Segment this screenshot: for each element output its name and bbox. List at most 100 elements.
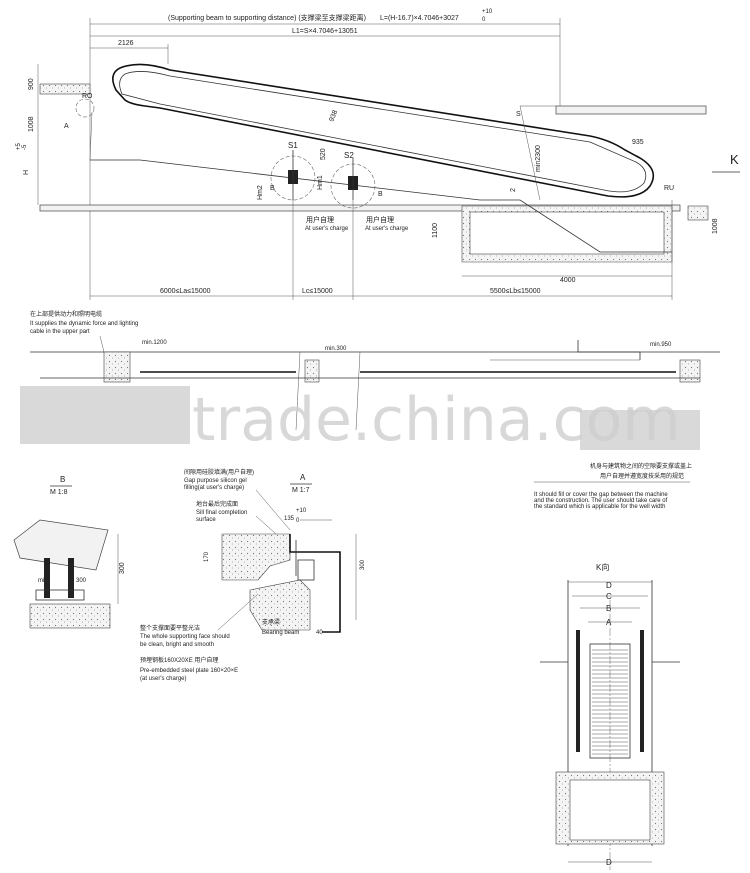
detail-b-slab <box>29 603 111 629</box>
detail-k-c: C <box>606 592 612 601</box>
plan-break-right <box>355 351 361 431</box>
dim-lb: 5500≤Lb≤15000 <box>490 288 541 295</box>
plan-note-en-1: It supplies the dynamic force and lighti… <box>30 321 138 327</box>
plan-blurred-right <box>580 410 700 450</box>
detail-a-sill-cn: 地台最后完成面 <box>196 500 238 508</box>
detail-b-min: min. <box>38 578 50 584</box>
detail-a-170: 170 <box>204 551 210 562</box>
plan-right-step <box>577 340 641 360</box>
detail-a-support-leader <box>217 593 259 631</box>
detail-a-support-en-2: be clean, bright and smooth <box>140 642 214 648</box>
right-slab-piece <box>687 205 709 221</box>
upper-floor-slab <box>555 105 707 115</box>
watermark: trade.china.com <box>192 385 681 455</box>
detail-a-support-cn: 整个支撑面要平整光洁 <box>140 624 200 632</box>
detail-b-300-vert: 300 <box>119 562 126 574</box>
dim-hm2: Hm2 <box>257 185 264 200</box>
plan-right-wall <box>679 359 701 383</box>
dim-520: 520 <box>320 148 327 160</box>
label-b-right: B <box>378 191 383 198</box>
plan-left-wall <box>103 351 131 383</box>
plan-min950: min.950 <box>650 342 672 348</box>
detail-b-title: B <box>60 475 65 484</box>
detail-k-title: K向 <box>596 562 609 572</box>
label-s2: S2 <box>344 151 354 160</box>
truss-upper-end <box>89 111 93 161</box>
dim-h-tol-down: -5 <box>22 144 28 150</box>
detail-a-sill-en-2: surface <box>196 517 216 523</box>
user-charge-cn-s2: 用户自理 <box>366 215 394 224</box>
label-s1: S1 <box>288 141 298 150</box>
dim-hm1: Hm1 <box>317 175 324 190</box>
detail-a-sill-leader <box>255 515 277 535</box>
dim-2: 2 <box>510 188 517 192</box>
length-tol-up: +10 <box>482 9 493 15</box>
length-formula: L=(H-16.7)×4.7046+3027 <box>380 15 459 22</box>
detail-a-bracket <box>297 559 315 581</box>
label-b-left: B <box>270 185 275 192</box>
escalator-handrail-inner <box>119 71 647 193</box>
detail-k-step-lines <box>592 649 628 755</box>
detail-a-40: 40 <box>316 630 323 636</box>
gap-note-cn-1: 机身与建筑物之间的空隙要支撑或盖上 <box>590 462 692 470</box>
dim-938: 938 <box>328 109 339 123</box>
detail-a-support-en-1: The whole supporting face should <box>140 634 230 640</box>
l1-formula: L1=S×4.7046+13051 <box>292 28 358 35</box>
detail-a-beam-en: Bearing beam <box>262 630 299 636</box>
detail-a-scale: M 1:7 <box>292 487 310 494</box>
truss-upper-support <box>519 105 541 201</box>
detail-a-plate-cn: 预埋钢板160X20XE 用户自理 <box>140 656 218 664</box>
detail-a-sill-en-1: Sill final completion <box>196 510 247 516</box>
detail-a-gap-en-2: filling(at user's charge) <box>184 485 244 491</box>
plan-view: 在上部提供动力和照明电缆 It supplies the dynamic for… <box>20 310 720 510</box>
detail-a-title: A <box>300 473 306 482</box>
detail-b-300-horz: 300 <box>76 578 87 584</box>
label-ru: RU <box>664 185 674 192</box>
detail-a-slab-upper <box>221 533 291 581</box>
length-tol-down: 0 <box>482 17 486 23</box>
detail-k: K向 D C B A D <box>540 562 680 870</box>
plan-min1200: min.1200 <box>142 340 167 346</box>
user-charge-en-s2: At user's charge <box>365 226 409 232</box>
plan-min300: min.300 <box>325 346 347 352</box>
detail-b-truss <box>13 519 109 571</box>
ro-circle <box>75 98 95 118</box>
detail-a-gap-cn: 间隙用硅胶填满(用户自理) <box>184 468 254 476</box>
lower-floor-slab <box>39 204 681 212</box>
label-a: A <box>64 123 69 130</box>
dim-935: 935 <box>632 139 644 146</box>
detail-a-beam-cn: 支承梁 <box>262 618 280 626</box>
detail-k-b: B <box>606 604 611 613</box>
detail-k-balustrade-right <box>640 630 644 752</box>
truss-bottom <box>90 159 672 253</box>
detail-b: B M 1:8 300 min. 300 <box>13 475 126 629</box>
detail-a-300: 300 <box>360 559 366 570</box>
detail-a-gap-leader <box>255 489 291 531</box>
lower-pit-void <box>469 211 665 255</box>
label-ro: RO <box>82 93 93 100</box>
dim-900: 900 <box>28 78 35 90</box>
dim-h: H <box>23 170 30 175</box>
dim-2126: 2126 <box>118 40 134 47</box>
plan-note-en-2: cable in the upper part <box>30 329 90 335</box>
user-charge-cn-s1: 用户自理 <box>306 215 334 224</box>
dim-4000: 4000 <box>560 277 576 284</box>
escalator-handrail <box>112 63 655 198</box>
left-upper-pit <box>39 83 91 95</box>
detail-b-plate <box>35 589 85 601</box>
elevation-view: (Supporting beam to supporting distance)… <box>16 9 740 300</box>
dim-1100: 1100 <box>432 223 439 238</box>
plan-break-left <box>295 351 301 431</box>
detail-k-d-bottom: D <box>606 858 612 867</box>
detail-a-plate-en-1: Pre-embedded steel plate 160×20×E <box>140 668 238 674</box>
gap-note-cn-2: 用户自理并遵宽度技采用的规范 <box>600 472 684 480</box>
detail-k-steps <box>589 643 631 759</box>
gap-note-en-2: and the construction. The user should ta… <box>534 498 668 504</box>
detail-b-bolt-2 <box>68 558 74 598</box>
detail-a-135: 135 <box>284 516 295 522</box>
plan-mid-wall <box>304 359 320 383</box>
detail-a: A M 1:7 间隙用硅胶填满(用户自理) Gap purpose silico… <box>140 468 366 682</box>
detail-b-bolt-1 <box>44 558 50 598</box>
dim-1008-right: 1008 <box>712 218 719 234</box>
